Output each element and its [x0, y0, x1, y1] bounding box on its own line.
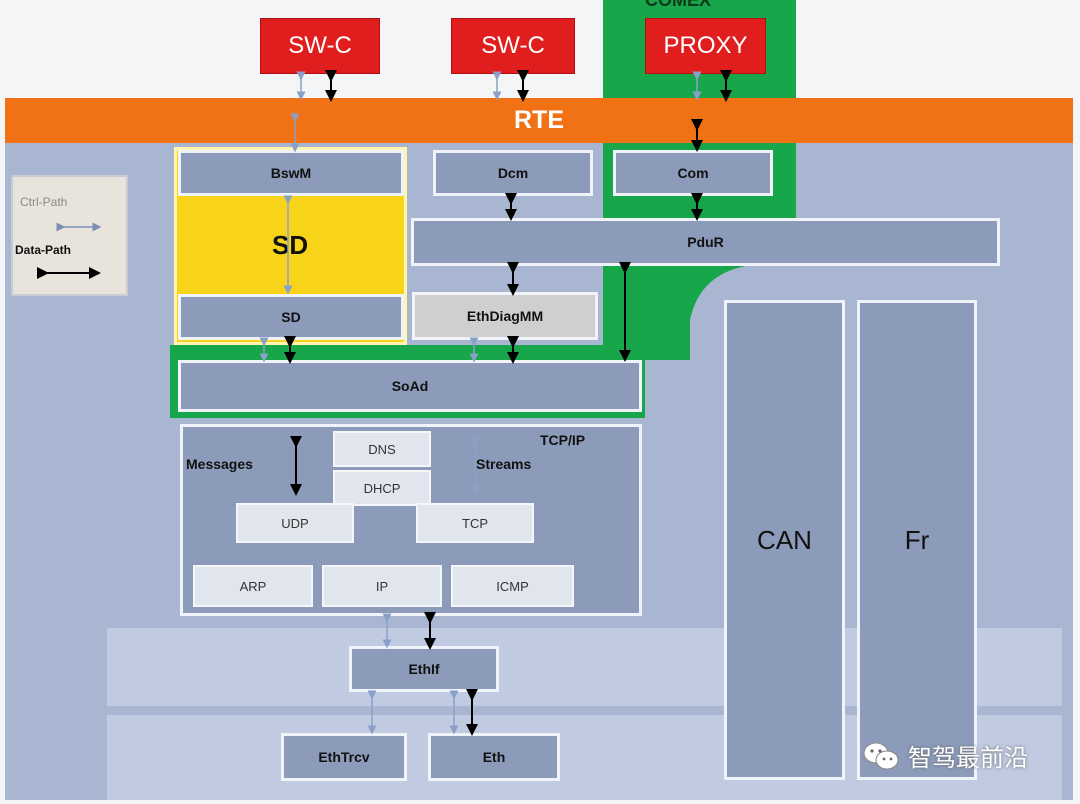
- watermark: 智驾最前沿: [862, 738, 1028, 773]
- legend-ctrl-path-label: Ctrl-Path: [20, 195, 68, 209]
- tcp-module: TCP: [416, 503, 534, 543]
- udp-module: UDP: [236, 503, 354, 543]
- fr-stack: Fr: [857, 300, 977, 780]
- swc-box-1: SW-C: [260, 18, 380, 74]
- streams-label: Streams: [476, 456, 532, 472]
- watermark-text: 智驾最前沿: [908, 745, 1028, 772]
- dns-module: DNS: [333, 431, 431, 467]
- legend-box: Ctrl-Path Data-Path: [11, 175, 128, 296]
- rte-bar: RTE: [5, 98, 1073, 143]
- proxy-box: PROXY: [645, 18, 766, 74]
- soad-module: SoAd: [178, 360, 642, 412]
- icmp-module: ICMP: [451, 565, 574, 607]
- messages-label: Messages: [186, 456, 253, 472]
- sd-module: SD: [178, 294, 404, 340]
- wechat-icon: [863, 742, 899, 769]
- comex-label: COMEX: [645, 0, 712, 10]
- swc-box-2: SW-C: [451, 18, 575, 74]
- arp-module: ARP: [193, 565, 313, 607]
- tcpip-label: TCP/IP: [540, 432, 586, 448]
- ethtrcv-module: EthTrcv: [281, 733, 407, 781]
- pdur-module: PduR: [411, 218, 1000, 266]
- ip-module: IP: [322, 565, 442, 607]
- dhcp-module: DHCP: [333, 470, 431, 506]
- eth-module: Eth: [428, 733, 560, 781]
- legend-data-path-label: Data-Path: [15, 243, 72, 257]
- legend-arrows: [37, 222, 102, 279]
- ethdiagmm-module: EthDiagMM: [412, 292, 598, 340]
- can-stack: CAN: [724, 300, 845, 780]
